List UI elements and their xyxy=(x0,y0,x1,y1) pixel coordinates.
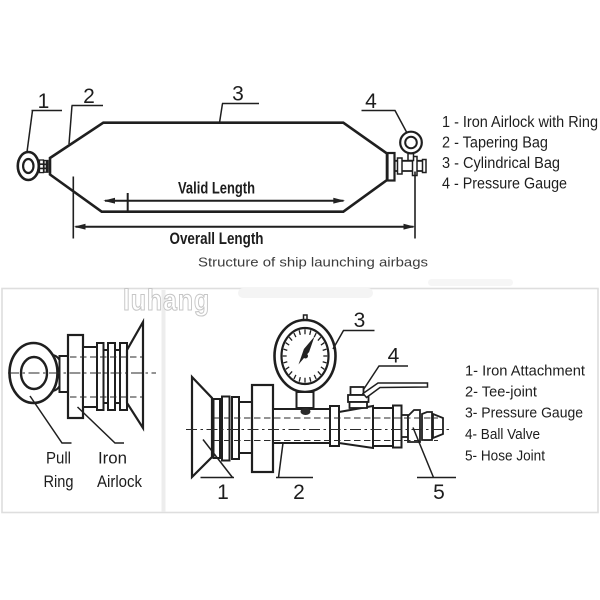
pressure-gauge-icon-small xyxy=(399,130,423,162)
valve-body-taper xyxy=(338,404,374,450)
bottom-legend-item-2: 2- Tee-joint xyxy=(465,384,538,401)
pull-ring-airlock-diagram: Pull Ring Iron Airlock xyxy=(8,317,156,491)
callout-3-number: 3 xyxy=(232,83,244,106)
hose-flange-ring xyxy=(392,404,403,449)
top-legend: 1 - Iron Airlock with Ring 2 - Tapering … xyxy=(442,114,598,193)
callout-number: 2 xyxy=(293,481,305,504)
callout-1-bottom: 1 xyxy=(200,439,234,504)
valid-length-label: Valid Length xyxy=(178,180,255,198)
airlock-trumpet-cone xyxy=(125,317,145,432)
smudge-artifact xyxy=(238,288,373,298)
callout-3: 3 xyxy=(218,83,259,123)
tee-joint-pipe xyxy=(272,408,331,444)
callout-1: 1 xyxy=(26,90,62,153)
watermark-text: luhang xyxy=(123,284,210,317)
callout-number: 4 xyxy=(388,345,400,368)
bottom-legend-item-4: 4- Ball Valve xyxy=(465,426,540,443)
iron-airlock-label-line2: Airlock xyxy=(97,472,142,491)
hose-barb-2 xyxy=(421,411,433,441)
airlock-ribs xyxy=(82,342,128,411)
tee-joint-flange xyxy=(250,383,275,474)
callout-4: 4 xyxy=(361,90,408,133)
iron-attachment-funnel xyxy=(190,374,214,480)
overall-length-dimension: Overall Length xyxy=(72,171,416,248)
smudge-artifact xyxy=(428,279,513,286)
attachment-ribs xyxy=(212,395,253,462)
valve-handle xyxy=(361,382,429,399)
callout-2: 2 xyxy=(68,85,103,145)
gauge-stem xyxy=(295,391,315,409)
callout-1-number: 1 xyxy=(38,90,50,113)
end-flange-and-stub xyxy=(386,151,427,182)
gauge-hub xyxy=(303,353,308,359)
bottom-legend-item-5: 5- Hose Joint xyxy=(465,448,546,465)
airlock-connector-icon xyxy=(38,159,49,174)
gauge-needle xyxy=(298,336,315,365)
iron-airlock-label-line1: Iron xyxy=(98,449,127,468)
top-airbag-diagram: 1 2 3 4 Valid Length xyxy=(16,83,598,270)
valve-assembly-diagram: 1 2 3 4 5 1- Iron Attachment 2- Tee-join… xyxy=(186,309,586,504)
callout-2-bottom: 2 xyxy=(276,442,313,504)
callout-number: 1 xyxy=(217,481,229,504)
top-legend-item-4: 4 - Pressure Gauge xyxy=(442,176,567,193)
pull-ring-leader xyxy=(29,395,72,444)
callout-5-bottom: 5 xyxy=(412,427,456,504)
airbag-outline xyxy=(48,121,389,213)
gauge-stem-nut xyxy=(300,408,311,415)
ball-valve-icon xyxy=(347,382,429,409)
gauge-tick-marks xyxy=(282,329,328,383)
callout-number: 5 xyxy=(433,481,445,504)
top-legend-item-2: 2 - Tapering Bag xyxy=(442,135,548,152)
overall-length-label: Overall Length xyxy=(170,230,264,248)
callout-3-bottom: 3 xyxy=(332,309,375,350)
callout-2-number: 2 xyxy=(83,85,95,108)
airlock-flange xyxy=(66,333,85,420)
hose-barb-1 xyxy=(407,409,421,443)
pressure-gauge-icon xyxy=(273,314,337,415)
bottom-legend-item-3: 3- Pressure Gauge xyxy=(465,405,583,422)
top-legend-item-1: 1 - Iron Airlock with Ring xyxy=(442,114,598,131)
callout-number: 3 xyxy=(354,309,366,332)
watermark: luhang xyxy=(122,279,513,318)
hose-tip xyxy=(432,412,444,440)
airlock-collar xyxy=(58,355,69,393)
pull-ring-label-line1: Pull xyxy=(46,449,71,468)
bottom-legend-item-1: 1- Iron Attachment xyxy=(465,363,586,380)
pull-ring-icon xyxy=(16,150,41,182)
valid-length-dimension: Valid Length xyxy=(103,180,345,211)
callout-4-bottom: 4 xyxy=(362,345,408,390)
top-caption: Structure of ship launching airbags xyxy=(198,256,428,270)
pull-ring-label-line2: Ring xyxy=(44,472,74,491)
top-legend-item-3: 3 - Cylindrical Bag xyxy=(442,155,560,172)
bottom-legend: 1- Iron Attachment 2- Tee-joint 3- Press… xyxy=(465,363,586,465)
iron-airlock-leader xyxy=(76,406,124,444)
callout-4-number: 4 xyxy=(365,90,377,113)
